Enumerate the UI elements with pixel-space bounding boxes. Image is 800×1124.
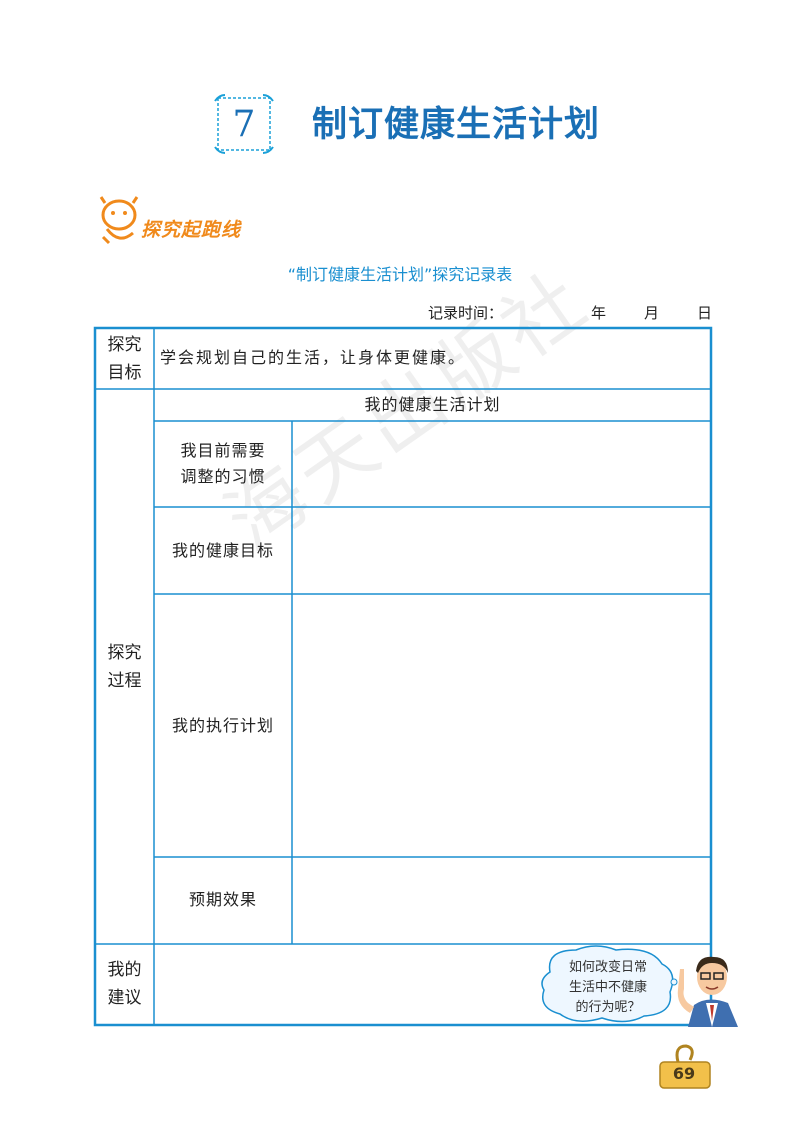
- bubble-line3: 的行为呢？: [575, 1000, 641, 1015]
- year-label: 年: [591, 304, 607, 322]
- process-header: 探究过程: [95, 389, 154, 944]
- suggestion-header: 我的建议: [95, 944, 154, 1024]
- habit-label-line2: 调整的习惯: [180, 467, 266, 486]
- process-header-text: 探究过程: [107, 642, 142, 691]
- chapter-number-frame: [214, 94, 274, 154]
- table-title: “制订健康生活计划”探究记录表: [287, 265, 513, 284]
- goal-text: 学会规划自己的生活，让身体更健康。: [160, 348, 467, 367]
- chapter-title: 制订健康生活计划: [312, 105, 601, 145]
- bubble-line1: 如何改变日常: [568, 960, 647, 975]
- teacher-figure-icon: [677, 956, 738, 1027]
- goal-header-text: 探究目标: [107, 335, 142, 383]
- section-label: 探究起跑线: [141, 219, 242, 241]
- chapter-number: 7: [232, 103, 256, 145]
- speech-bubble: [541, 945, 678, 1023]
- bubble-text: 如何改变日常 生活中不健康 的行为呢？: [556, 958, 660, 1018]
- habit-label-line1: 我目前需要: [180, 441, 266, 460]
- health-goal-label: 我的健康目标: [171, 541, 274, 560]
- goal-header: 探究目标: [95, 330, 154, 388]
- plan-header: 我的健康生活计划: [364, 395, 501, 414]
- suggestion-header-text: 我的建议: [107, 960, 142, 1008]
- expected-effect-label: 预期效果: [188, 890, 257, 909]
- cow-mascot-icon: [99, 196, 139, 245]
- month-label: 月: [644, 304, 660, 322]
- record-time-label: 记录时间：: [428, 304, 504, 322]
- execution-plan-label: 我的执行计划: [171, 716, 274, 735]
- day-label: 日: [697, 304, 713, 322]
- page-number: 69: [672, 1064, 696, 1083]
- page-number-badge: [659, 1044, 711, 1089]
- bubble-line2: 生活中不健康: [568, 980, 647, 995]
